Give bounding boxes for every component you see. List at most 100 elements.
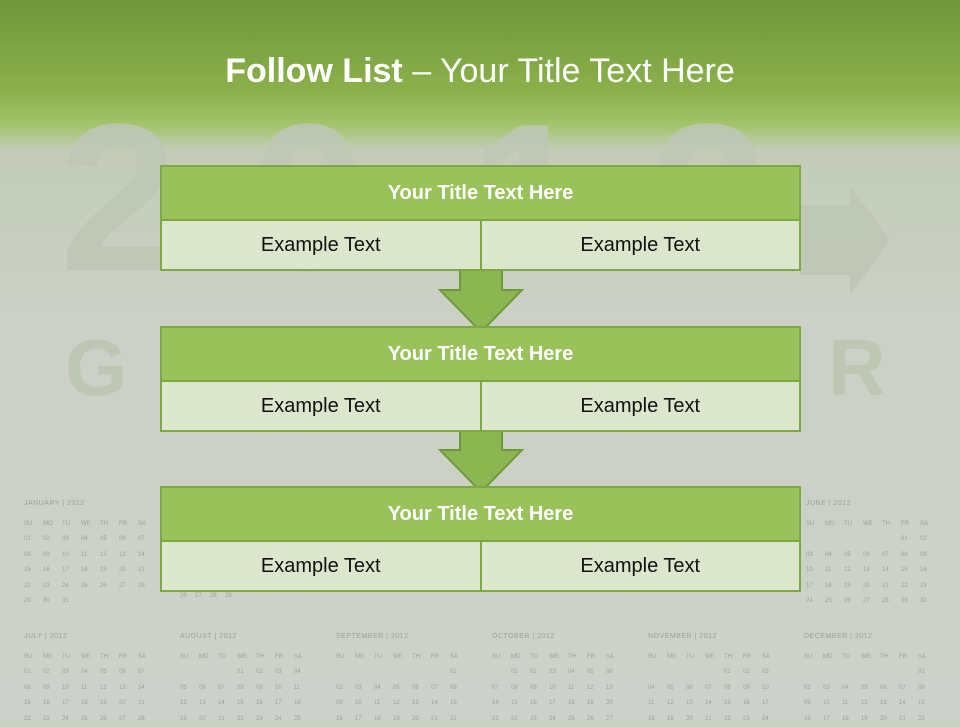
calendar-day: 07 — [431, 684, 438, 691]
flow-step-title[interactable]: Your Title Text Here — [160, 486, 801, 542]
calendar-weekday: SU — [336, 653, 345, 660]
flow-step-left-text[interactable]: Example Text — [160, 382, 482, 432]
calendar-day: 20 — [606, 700, 613, 707]
calendar-day: 18 — [842, 715, 849, 722]
calendar-day: 18 — [568, 700, 575, 707]
calendar-weekday: WE — [705, 653, 715, 660]
calendar-day: 17 — [62, 700, 69, 707]
calendar-day: 15 — [450, 700, 457, 707]
calendar-day: 05 — [861, 684, 868, 691]
calendar-day: 14 — [138, 684, 145, 691]
calendar-day: 12 — [667, 700, 674, 707]
calendar-day: 16 — [43, 567, 50, 574]
calendar-day: 08 — [918, 684, 925, 691]
calendar-day: 05 — [180, 684, 187, 691]
calendar-day: 27 — [195, 593, 202, 599]
calendar-day: 14 — [705, 700, 712, 707]
calendar-day: 12 — [100, 684, 107, 691]
calendar-day: 23 — [43, 582, 50, 589]
calendar-weekday: TU — [62, 653, 70, 660]
calendar-day: 02 — [43, 669, 50, 676]
calendar-weekday: FR — [119, 653, 127, 660]
calendar-week-row: 01 — [336, 665, 469, 681]
calendar-weekday: SA — [920, 520, 929, 527]
calendar-day: 01 — [918, 669, 925, 676]
calendar-weekday: TH — [568, 653, 576, 660]
calendar-weekday: TU — [62, 520, 70, 527]
flow-step-right-text[interactable]: Example Text — [479, 542, 801, 592]
calendar-day: 12 — [180, 700, 187, 707]
calendar-day: 25 — [294, 715, 301, 722]
calendar-day: 20 — [686, 715, 693, 722]
calendar-day: 08 — [24, 551, 31, 558]
calendar-day: 21 — [218, 715, 225, 722]
calendar-day: 28 — [138, 582, 145, 589]
calendar-day: 27 — [606, 715, 613, 722]
calendar-day: 07 — [138, 669, 145, 676]
calendar-month-name: SEPTEMBER | 2012 — [336, 633, 409, 640]
calendar-day: 02 — [43, 536, 50, 543]
calendar-day: 09 — [804, 700, 811, 707]
calendar-day: 20 — [863, 582, 870, 589]
calendar-day: 05 — [667, 684, 674, 691]
calendar-month-name: NOVEMBER | 2012 — [648, 633, 717, 640]
calendar-day: 23 — [530, 715, 537, 722]
calendar-day — [705, 665, 724, 681]
calendar-day — [823, 665, 842, 681]
calendar-day: 15 — [511, 700, 518, 707]
calendar-day: 15 — [237, 700, 244, 707]
calendar-day: 22 — [24, 715, 31, 722]
calendar-day: 01 — [901, 536, 908, 543]
calendar-day: 03 — [762, 669, 769, 676]
flow-step-right-text[interactable]: Example Text — [479, 221, 801, 271]
calendar-day — [355, 665, 374, 681]
calendar-weekday: SU — [24, 520, 33, 527]
calendar-day: 01 — [24, 669, 31, 676]
calendar-day: 19 — [393, 715, 400, 722]
calendar-day: 21 — [882, 582, 889, 589]
calendar-day: 16 — [743, 700, 750, 707]
calendar-day: 04 — [294, 669, 301, 676]
calendar-weekday: SA — [606, 653, 615, 660]
calendar-weekday: SU — [804, 653, 813, 660]
calendar-day: 22 — [511, 715, 518, 722]
calendar-day: 04 — [842, 684, 849, 691]
calendar-day: 19 — [180, 715, 187, 722]
calendar-weekday: MO — [823, 653, 833, 660]
calendar-day — [804, 665, 823, 681]
calendar-day: 09 — [336, 700, 343, 707]
calendar-day: 21 — [705, 715, 712, 722]
calendar-day: 19 — [861, 715, 868, 722]
calendar-day: 10 — [823, 700, 830, 707]
calendar-day: 12 — [100, 551, 107, 558]
flow-step-title[interactable]: Your Title Text Here — [160, 326, 801, 382]
flow-step-left-text[interactable]: Example Text — [160, 221, 482, 271]
calendar-day — [412, 665, 431, 681]
calendar-day: 18 — [648, 715, 655, 722]
calendar-weekday: MO — [511, 653, 521, 660]
calendar-day — [138, 594, 157, 610]
calendar-day: 22 — [918, 715, 925, 722]
calendar-weekday: MO — [43, 653, 53, 660]
calendar-day — [81, 594, 100, 610]
flow-step-title[interactable]: Your Title Text Here — [160, 165, 801, 221]
flow-step-3: Your Title Text Here Example Text Exampl… — [160, 486, 801, 592]
flow-step-left-text[interactable]: Example Text — [160, 542, 482, 592]
calendar-day: 08 — [24, 684, 31, 691]
calendar-day: 19 — [587, 700, 594, 707]
calendar-day: 13 — [199, 700, 206, 707]
calendar-day: 17 — [549, 700, 556, 707]
flow-step-right-text[interactable]: Example Text — [479, 382, 801, 432]
